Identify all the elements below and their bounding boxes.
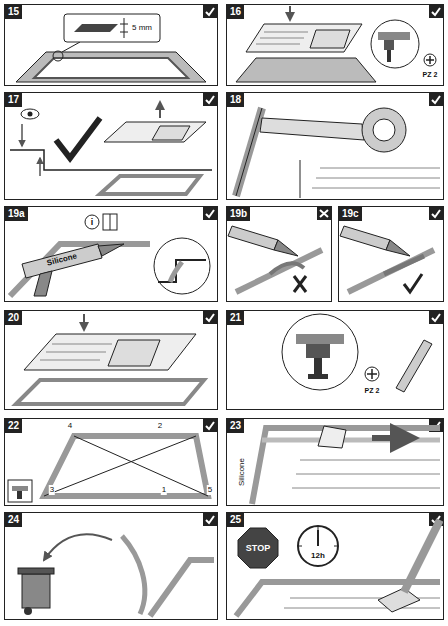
step-panel: 25 xyxy=(226,512,444,620)
step-number: 17 xyxy=(5,93,22,107)
step-panel: 19a xyxy=(4,206,218,302)
step-panel: 22 xyxy=(4,418,218,506)
step-17-art xyxy=(10,102,212,194)
step-number: 21 xyxy=(227,311,244,325)
step-panel: 19c xyxy=(338,206,444,302)
callout-label: PZ 2 xyxy=(422,70,439,79)
step-number: 19c xyxy=(339,207,362,221)
step-22-art xyxy=(8,436,208,502)
step-19a-art xyxy=(10,214,210,296)
step-number: 19a xyxy=(5,207,28,221)
callout-label: PZ 2 xyxy=(364,386,381,395)
step-18-art xyxy=(236,108,440,198)
callout-label: 2 xyxy=(157,421,163,431)
step-number: 20 xyxy=(5,311,22,325)
step-number: 19b xyxy=(227,207,250,221)
step-panel: 18 xyxy=(226,92,444,200)
step-panel: 21 xyxy=(226,310,444,410)
callout-label: 5 xyxy=(207,485,213,495)
step-number: 25 xyxy=(227,513,244,527)
callout-label: 12h xyxy=(311,552,325,560)
callout-label: Silicone xyxy=(237,457,247,487)
step-21-art xyxy=(282,314,432,392)
step-15-art xyxy=(16,14,206,82)
step-16-art xyxy=(236,6,436,82)
callout-label: 1 xyxy=(161,485,167,495)
step-panel: 19b xyxy=(226,206,332,302)
step-23-art xyxy=(252,426,440,504)
step-20-art xyxy=(16,314,204,404)
step-number: 23 xyxy=(227,419,244,433)
step-panel: 20 xyxy=(4,310,218,410)
step-24-art xyxy=(18,534,214,616)
step-number: 18 xyxy=(227,93,244,107)
step-number: 16 xyxy=(227,5,244,19)
step-19b-art xyxy=(228,226,322,292)
step-19c-art xyxy=(340,226,434,292)
step-panel: 17 xyxy=(4,92,218,200)
callout-label: 5 mm xyxy=(131,23,153,33)
step-panel: 16 xyxy=(226,4,444,86)
step-panel: 24 xyxy=(4,512,218,620)
step-25-art xyxy=(236,520,440,616)
callout-label: STOP xyxy=(246,544,270,553)
callout-label: 3 xyxy=(49,485,55,495)
status-marks xyxy=(203,5,443,526)
step-number: 15 xyxy=(5,5,22,19)
step-number: 24 xyxy=(5,513,22,527)
step-number: 22 xyxy=(5,419,22,433)
step-panel: 23 xyxy=(226,418,444,506)
callout-label: i xyxy=(91,218,94,227)
callout-label: 4 xyxy=(67,421,73,431)
step-panel: 15 xyxy=(4,4,218,86)
